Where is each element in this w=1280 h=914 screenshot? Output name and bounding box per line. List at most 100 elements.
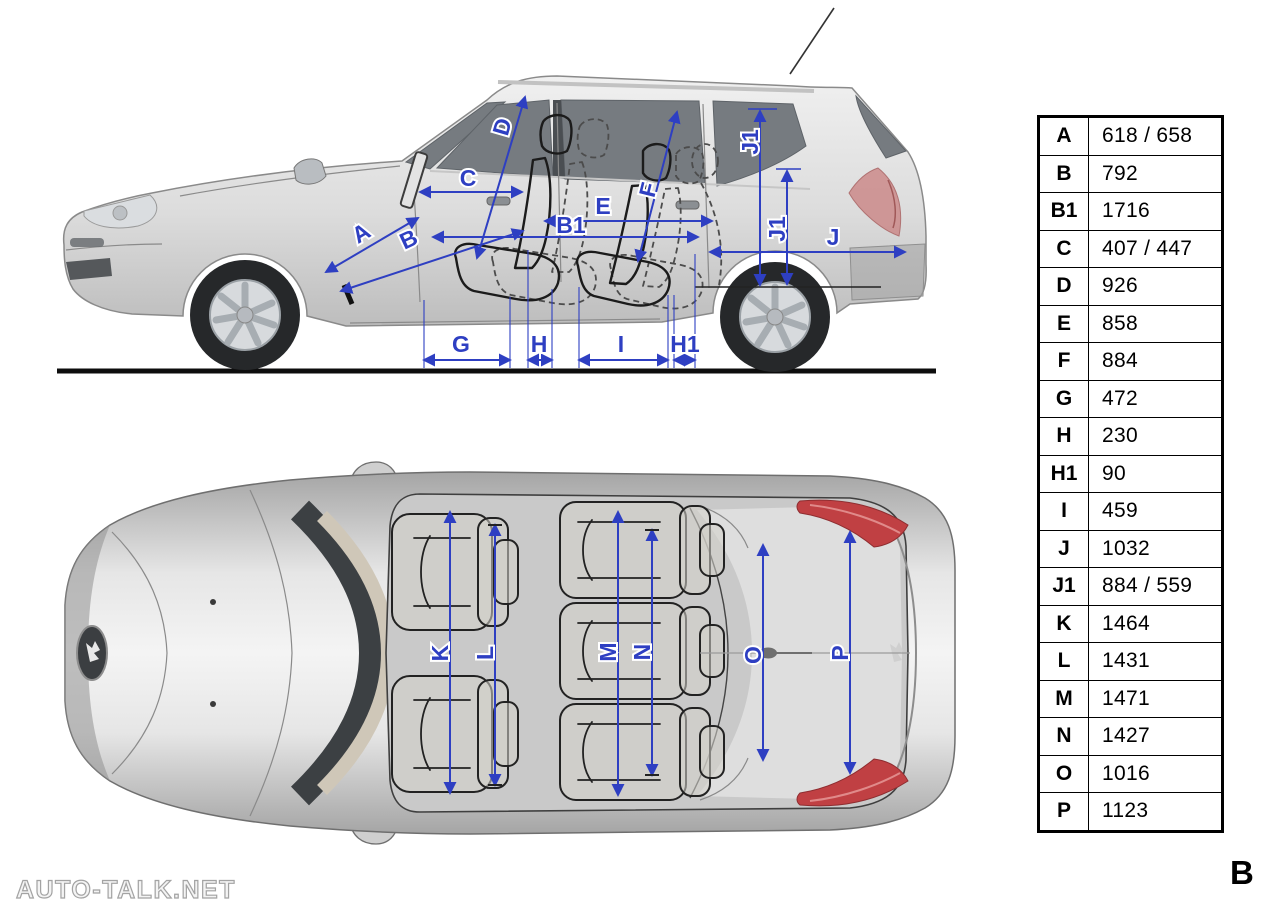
dim-h-label: H bbox=[531, 331, 548, 357]
dim-label-cell: E bbox=[1038, 304, 1089, 343]
dim-value-cell: 1464 bbox=[1088, 604, 1223, 643]
hood-line-2 bbox=[249, 489, 293, 817]
dim-label-cell: P bbox=[1038, 792, 1089, 832]
watermark: AUTO-TALK.NET bbox=[15, 875, 236, 904]
dim-g-label: G bbox=[452, 331, 470, 357]
c-pillar-seam bbox=[702, 103, 710, 289]
dim-value-cell: 472 bbox=[1088, 379, 1223, 418]
taillight-inner-line bbox=[887, 179, 897, 229]
dim-value-cell: 858 bbox=[1088, 304, 1223, 343]
washer-nozzle-2 bbox=[210, 701, 216, 707]
dim-value-cell: 1016 bbox=[1088, 754, 1223, 793]
dim-j1-lower-label: J1 bbox=[764, 216, 790, 242]
top-view-diagram: K L M N O P bbox=[64, 461, 956, 845]
dim-value-cell: 230 bbox=[1088, 417, 1223, 456]
wheel-arch-bulge-right bbox=[699, 757, 749, 801]
dim-label-cell: J1 bbox=[1038, 567, 1089, 606]
dim-label-cell: J bbox=[1038, 529, 1089, 568]
car-top-view bbox=[64, 461, 956, 845]
dim-label-cell: A bbox=[1038, 116, 1089, 156]
dim-value-cell: 459 bbox=[1088, 492, 1223, 531]
front-seat-right bbox=[391, 675, 519, 793]
lower-intake bbox=[66, 258, 112, 280]
side-view-diagram: A B C D E B1 F J1 J1 J G H I H1 bbox=[57, 7, 936, 374]
headlight-lens bbox=[112, 205, 128, 221]
dim-value-cell: 407 / 447 bbox=[1088, 229, 1223, 268]
page-letter: B bbox=[1230, 854, 1254, 891]
dim-i-label: I bbox=[618, 331, 624, 357]
rocker-line bbox=[349, 318, 661, 324]
dim-label-cell: C bbox=[1038, 229, 1089, 268]
dim-k-label: K bbox=[427, 644, 453, 661]
dim-label-cell: B1 bbox=[1038, 192, 1089, 231]
dim-c-label: C bbox=[460, 165, 477, 191]
taillight-top bbox=[796, 499, 909, 548]
dim-e-label: E bbox=[595, 193, 610, 219]
dim-label-cell: I bbox=[1038, 492, 1089, 531]
dim-label-cell: G bbox=[1038, 379, 1089, 418]
dim-j1-upper-label: J1 bbox=[737, 129, 763, 155]
dim-value-cell: 1427 bbox=[1088, 717, 1223, 756]
steering-wheel bbox=[399, 151, 429, 209]
front-door-handle bbox=[486, 196, 511, 206]
rear-seat-1 bbox=[559, 501, 725, 599]
dim-value-cell: 884 / 559 bbox=[1088, 567, 1223, 606]
hood-line-1 bbox=[111, 531, 168, 775]
grille-slot bbox=[70, 238, 104, 247]
dim-label-cell: H1 bbox=[1038, 454, 1089, 493]
dim-label-cell: H bbox=[1038, 417, 1089, 456]
dim-j-label: J bbox=[827, 224, 840, 250]
dim-value-cell: 618 / 658 bbox=[1088, 116, 1223, 156]
dim-label-cell: B bbox=[1038, 154, 1089, 193]
b-pillar-seam bbox=[556, 102, 562, 283]
rear-door-glass bbox=[560, 99, 706, 185]
dim-value-cell: 1032 bbox=[1088, 529, 1223, 568]
b-pillar bbox=[553, 100, 565, 179]
dim-f-line bbox=[634, 110, 681, 263]
dim-value-cell: 1471 bbox=[1088, 679, 1223, 718]
tailgate-glass-line bbox=[881, 511, 918, 795]
dim-l-label: L bbox=[472, 646, 498, 660]
dim-value-cell: 792 bbox=[1088, 154, 1223, 193]
rear-badge-lion bbox=[890, 642, 903, 662]
taillight-bottom bbox=[796, 758, 909, 807]
front-seat-left bbox=[391, 513, 519, 631]
j1-ticks bbox=[748, 108, 801, 170]
dim-label-cell: K bbox=[1038, 604, 1089, 643]
dim-value-cell: 1123 bbox=[1088, 792, 1223, 832]
roof-rail bbox=[497, 80, 815, 93]
hatch-glass bbox=[855, 94, 907, 159]
taillight-bottom-accent bbox=[809, 772, 901, 802]
dim-h1-label: H1 bbox=[670, 331, 700, 357]
dim-value-cell: 90 bbox=[1088, 454, 1223, 493]
top-dimension-lines bbox=[443, 510, 857, 797]
dim-value-cell: 1431 bbox=[1088, 642, 1223, 681]
l-n-end-ticks bbox=[488, 524, 659, 786]
dim-label-cell: F bbox=[1038, 342, 1089, 381]
dim-p-label: P bbox=[827, 645, 853, 660]
taillight-top-accent bbox=[809, 504, 901, 534]
top-dimension-labels: K L M N O P bbox=[425, 640, 855, 666]
dim-n-label: N bbox=[629, 644, 655, 661]
dim-label-cell: M bbox=[1038, 679, 1089, 718]
dim-label-cell: N bbox=[1038, 717, 1089, 756]
car-side-view bbox=[62, 7, 927, 372]
dim-value-cell: 884 bbox=[1088, 342, 1223, 381]
dim-label-cell: L bbox=[1038, 642, 1089, 681]
rear-seat-3 bbox=[559, 703, 725, 801]
